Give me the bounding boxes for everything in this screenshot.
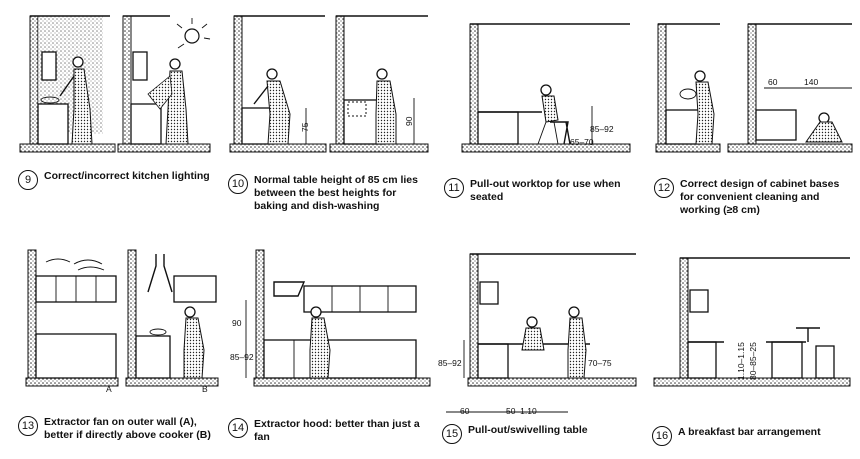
panel-9-caption: 9 Correct/incorrect kitchen lighting	[18, 170, 218, 190]
figure-number: 16	[652, 426, 672, 446]
panel-13-illustration: A B	[25, 249, 219, 394]
panel-16-illustration: 1.10–1.15 80–85–25	[653, 257, 851, 387]
figure-number: 11	[444, 178, 464, 198]
figure-number: 9	[18, 170, 38, 190]
panel-10-illustration: 75 90	[229, 15, 429, 153]
panel-16-caption: 16 A breakfast bar arrangement	[652, 426, 852, 446]
caption-text: Pull-out worktop for use when seated	[470, 178, 621, 203]
dimension-label: 60	[460, 406, 470, 416]
caption-text: Extractor hood: better than just a fan	[254, 418, 420, 443]
dimension-label: 70–75	[588, 358, 612, 368]
dimension-label: 90	[404, 116, 414, 126]
dimension-label: 60	[768, 77, 778, 87]
caption-text: Normal table height of 85 cm lies betwee…	[254, 174, 418, 212]
dimension-label: 75	[300, 122, 310, 132]
dimension-label: 85–92	[590, 124, 614, 134]
figure-number: 15	[442, 424, 462, 444]
dimension-label: 140	[804, 77, 818, 87]
figure-number: 10	[228, 174, 248, 194]
panel-11-caption: 11 Pull-out worktop for use when seated	[444, 178, 634, 204]
panel-14-illustration: 90 85–92	[230, 249, 431, 387]
caption-text: Correct design of cabinet bases for conv…	[680, 178, 840, 216]
panel-12-caption: 12 Correct design of cabinet bases for c…	[654, 178, 854, 217]
caption-text: Extractor fan on outer wall (A), better …	[44, 416, 211, 441]
panel-15-illustration: 85–92 70–75 60 50–1.10	[438, 253, 637, 416]
panel-9-illustration	[19, 15, 211, 153]
panel-13-caption: 13 Extractor fan on outer wall (A), bett…	[18, 416, 218, 442]
dimension-label: A	[106, 384, 112, 394]
dimension-label: B	[202, 384, 208, 394]
panel-11-illustration: 85–92 65–70	[461, 23, 631, 153]
dimension-label: 65–70	[570, 137, 594, 147]
figure-number: 12	[654, 178, 674, 198]
panel-10-caption: 10 Normal table height of 85 cm lies bet…	[228, 174, 428, 213]
figure-number: 13	[18, 416, 38, 436]
dimension-label: 85–92	[230, 352, 254, 362]
panel-15-caption: 15 Pull-out/swivelling table	[442, 424, 642, 444]
panel-14-caption: 14 Extractor hood: better than just a fa…	[228, 418, 428, 444]
dimension-label: 85–92	[438, 358, 462, 368]
caption-text: A breakfast bar arrangement	[678, 426, 821, 438]
dimension-label: 50–1.10	[506, 406, 537, 416]
figure-number: 14	[228, 418, 248, 438]
dimension-label: 90	[232, 318, 242, 328]
caption-text: Pull-out/swivelling table	[468, 424, 588, 436]
panel-12-illustration: 60 140	[655, 23, 853, 153]
dimension-label: 80–85–25	[748, 342, 758, 380]
dimension-label: 1.10–1.15	[736, 342, 746, 380]
caption-text: Correct/incorrect kitchen lighting	[44, 170, 210, 182]
